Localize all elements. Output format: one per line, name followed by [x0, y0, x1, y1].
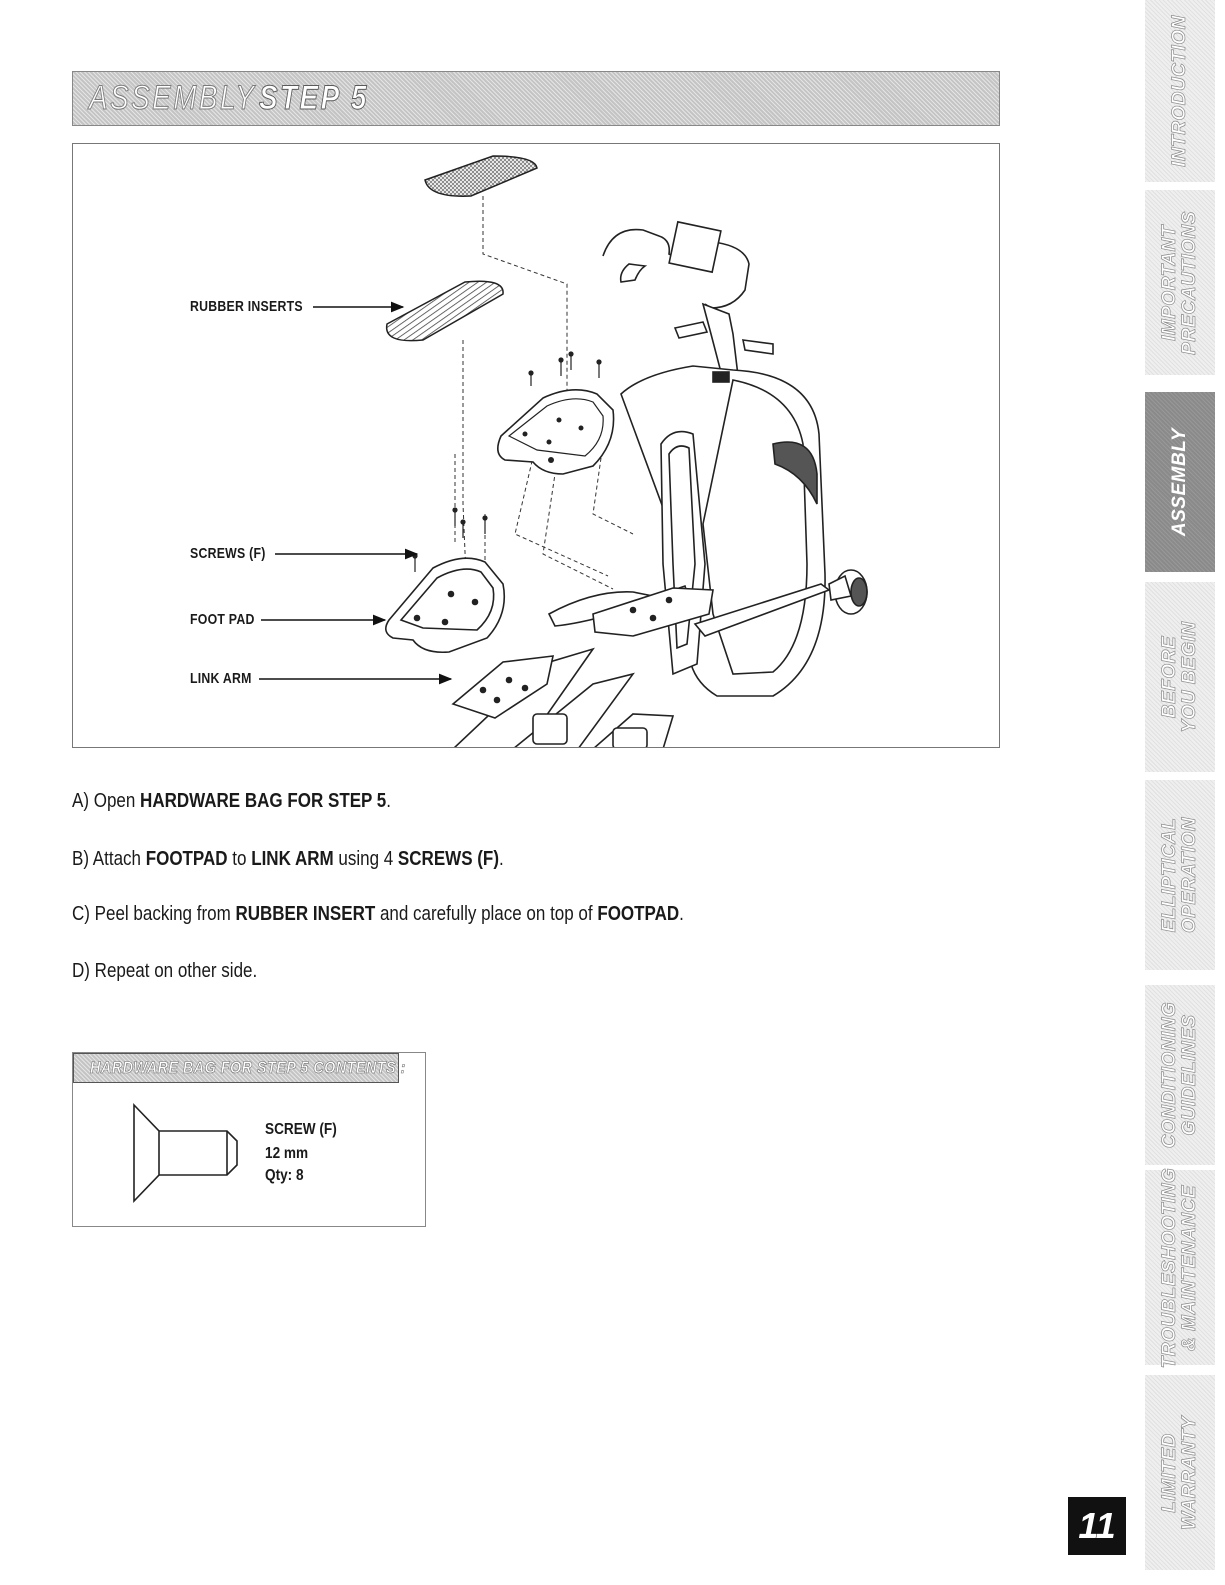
elliptical-frame	[453, 220, 868, 747]
foot-pad-near	[385, 557, 506, 654]
screw-icon	[133, 1103, 238, 1203]
screw-size: 12 mm	[265, 1145, 309, 1162]
instruction-d: D) Repeat on other side.	[72, 960, 258, 982]
rubber-insert-top	[424, 155, 538, 197]
section-header-banner: ASSEMBLY STEP 5	[72, 71, 1000, 126]
callout-foot-pad: FOOT PAD	[190, 611, 255, 628]
instruction-c: C) Peel backing from RUBBER INSERT and c…	[72, 903, 684, 925]
screw-name: SCREW (F)	[265, 1121, 337, 1138]
screws-far	[528, 351, 602, 386]
page-number: 11	[1068, 1497, 1126, 1555]
hardware-bag-box: HARDWARE BAG FOR STEP 5 CONTENTS : SCREW…	[72, 1052, 426, 1227]
instruction-b: B) Attach FOOTPAD to LINK ARM using 4 SC…	[72, 848, 504, 870]
tab-assembly[interactable]: ASSEMBLY	[1145, 392, 1215, 572]
callout-rubber-inserts: RUBBER INSERTS	[190, 298, 303, 315]
tab-introduction[interactable]: INTRODUCTION	[1145, 0, 1215, 182]
foot-pad-far	[497, 389, 615, 475]
hardware-bag-title: HARDWARE BAG FOR STEP 5 CONTENTS :	[73, 1053, 406, 1083]
callout-leaders	[259, 301, 453, 685]
header-title-light: ASSEMBLY	[89, 79, 257, 118]
tab-troubleshooting-maintenance[interactable]: TROUBLESHOOTING& MAINTENANCE	[1145, 1167, 1215, 1368]
assembly-diagram: RUBBER INSERTS SCREWS (F) FOOT PAD LINK …	[72, 143, 1000, 748]
callout-link-arm: LINK ARM	[190, 670, 252, 687]
instruction-a: A) Open HARDWARE BAG FOR STEP 5.	[72, 790, 391, 812]
screw-qty: Qty: 8	[265, 1167, 304, 1184]
elliptical-illustration	[259, 155, 868, 747]
link-arm-bracket	[451, 655, 555, 719]
header-title-bold: STEP 5	[259, 79, 369, 118]
callout-screws: SCREWS (F)	[190, 545, 266, 562]
rubber-insert-bottom	[385, 280, 504, 342]
